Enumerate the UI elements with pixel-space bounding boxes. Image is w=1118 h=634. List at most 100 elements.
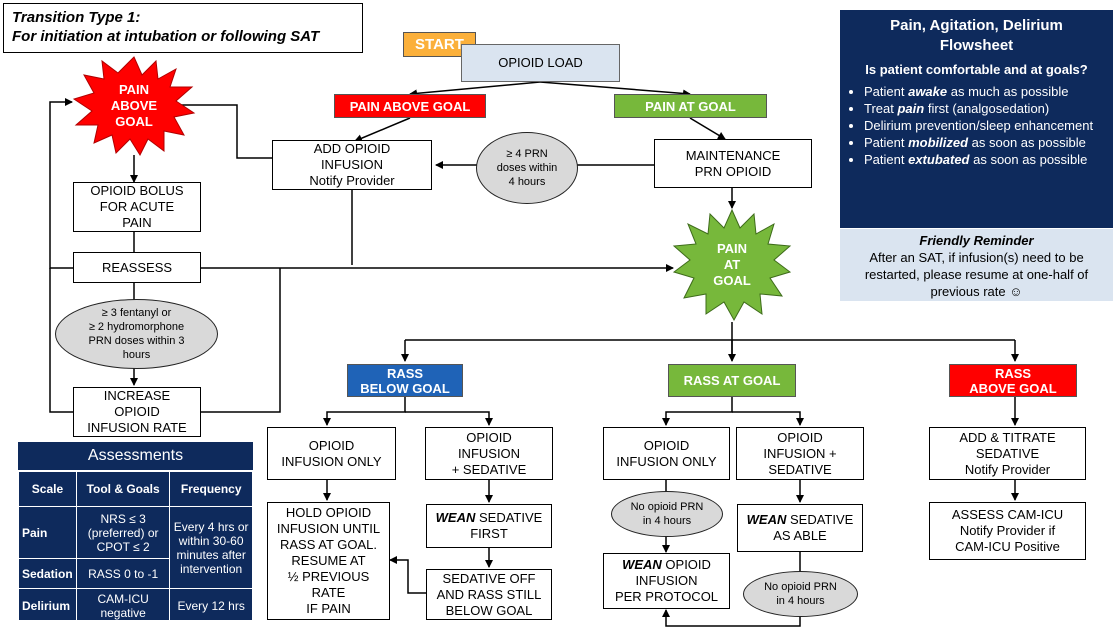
row-sedation-tool: RASS 0 to -1: [75, 558, 171, 589]
b1-pre: Patient: [864, 84, 909, 99]
increase-opioid-box: INCREASE OPIOID INFUSION RATE: [73, 387, 201, 437]
red-starburst-icon: [72, 56, 196, 157]
wean-sedative-first-box: WEAN SEDATIVE FIRST: [426, 504, 552, 548]
flowsheet-question: Is patient comfortable and at goals?: [865, 62, 1088, 77]
increase-line1: INCREASE: [103, 388, 171, 403]
header-tool-goals: Tool & Goals: [75, 471, 171, 507]
below-opioid-only-line2: INFUSION ONLY: [281, 453, 382, 469]
wean-able-em: WEAN: [746, 512, 787, 527]
assess-cam-line1: ASSESS CAM-ICU: [951, 507, 1064, 522]
hold-line1: HOLD OPIOID: [285, 505, 372, 520]
b5-post: as soon as possible: [969, 152, 1088, 167]
flowsheet-bullet-extubated: Patient extubated as soon as possible: [864, 151, 1105, 168]
assess-cam-icu-box: ASSESS CAM-ICU Notify Provider if CAM-IC…: [929, 502, 1086, 560]
flowsheet-bullet-mobilized: Patient mobilized as soon as possible: [864, 134, 1105, 151]
flowsheet-bullet-awake: Patient awake as much as possible: [864, 83, 1105, 100]
table-row: Delirium CAM-ICU negative Every 12 hrs: [18, 588, 253, 623]
transition-title-line2: For initiation at intubation or followin…: [12, 28, 320, 45]
row-delirium-frequency: Every 12 hrs: [169, 588, 253, 623]
flowsheet-bullet-delirium: Delirium prevention/sleep enhancement: [864, 117, 1105, 134]
assessments-table: Scale Tool & Goals Frequency Pain NRS ≤ …: [18, 471, 253, 623]
fentanyl-line3: PRN doses within 3: [88, 335, 185, 347]
transition-title-line1: Transition Type 1:: [12, 9, 141, 26]
reassess-label: REASSESS: [101, 259, 173, 275]
add-opioid-line1: ADD OPIOID: [313, 141, 391, 156]
b4-pre: Patient: [864, 135, 909, 150]
wean-opioid-box: WEAN OPIOID INFUSION PER PROTOCOL: [603, 553, 730, 609]
bolus-line3: PAIN: [122, 215, 152, 230]
row-delirium-scale: Delirium: [18, 588, 77, 623]
wean-opioid-line3: PER PROTOCOL: [614, 589, 719, 604]
burst-red-line3: GOAL: [115, 114, 153, 129]
assessments-header-row: Scale Tool & Goals Frequency: [18, 471, 253, 507]
b2-pre: Treat: [864, 101, 898, 116]
hold-line4: RESUME AT: [291, 553, 366, 568]
below-opioid-sedative-line2: INFUSION: [457, 445, 521, 461]
pain-above-goal-burst: PAIN ABOVE GOAL: [72, 55, 196, 157]
wean-sedative-able-box: WEAN SEDATIVE AS ABLE: [737, 504, 863, 552]
burst-green-line2: AT: [723, 257, 741, 272]
rass-above-line2: ABOVE GOAL: [969, 380, 1057, 396]
hold-opioid-box: HOLD OPIOID INFUSION UNTIL RASS AT GOAL.…: [267, 502, 390, 620]
below-opioid-sedative-box: OPIOID INFUSION + SEDATIVE: [425, 427, 553, 480]
green-starburst-icon: [672, 208, 792, 322]
b2-em: pain: [897, 101, 925, 116]
bolus-line1: OPIOID BOLUS: [90, 183, 184, 198]
flowsheet-title-line1: Pain, Agitation, Delirium: [890, 17, 1063, 34]
wean-first-em: WEAN: [435, 510, 476, 525]
below-opioid-sedative-line3: + SEDATIVE: [451, 461, 527, 477]
row-sedation-scale: Sedation: [18, 558, 77, 589]
maintenance-prn-box: MAINTENANCE PRN OPIOID: [654, 139, 812, 188]
b5-em: extubated: [908, 152, 970, 167]
row-delirium-tool: CAM-ICU negative: [75, 588, 171, 623]
wean-first-line2: FIRST: [470, 526, 508, 541]
opioid-load-label: OPIOID LOAD: [498, 55, 583, 70]
burst-red-line1: PAIN: [118, 82, 150, 97]
b4-em: mobilized: [908, 135, 969, 150]
hold-line5: ½ PREVIOUS: [287, 569, 370, 584]
add-titrate-line2: SEDATIVE: [975, 445, 1040, 461]
b4-post: as soon as possible: [968, 135, 1086, 150]
prn4-line1: ≥ 4 PRN: [506, 148, 548, 160]
row-pain-tool: NRS ≤ 3 (preferred) or CPOT ≤ 2: [75, 506, 171, 559]
opioid-bolus-box: OPIOID BOLUS FOR ACUTE PAIN: [73, 182, 201, 232]
pain-above-goal-tag: PAIN ABOVE GOAL: [334, 94, 486, 118]
sedative-off-line3: BELOW GOAL: [445, 602, 533, 618]
maintenance-line2: PRN OPIOID: [694, 163, 772, 179]
flowsheet-title-line2: Flowsheet: [939, 37, 1014, 54]
bolus-line2: FOR ACUTE: [99, 199, 175, 214]
add-opioid-infusion-box: ADD OPIOID INFUSION Notify Provider: [272, 140, 432, 190]
pain-at-goal-tag-label: PAIN AT GOAL: [645, 98, 736, 114]
add-opioid-line2: INFUSION: [320, 157, 384, 172]
transition-title: Transition Type 1: For initiation at int…: [3, 3, 363, 53]
wean-opioid-rest: OPIOID: [661, 557, 711, 572]
atgoal-opioid-only-box: OPIOID INFUSION ONLY: [603, 427, 730, 480]
atgoal-opioid-only-line1: OPIOID: [643, 437, 690, 453]
add-titrate-line1: ADD & TITRATE: [959, 429, 1056, 445]
table-row: Pain NRS ≤ 3 (preferred) or CPOT ≤ 2 Eve…: [18, 506, 253, 589]
b3-pre: Delirium prevention/sleep enhancement: [864, 118, 1094, 133]
rass-below-line1: RASS: [386, 365, 424, 381]
sedative-off-line1: SEDATIVE OFF: [442, 570, 536, 586]
prn4-line2: doses within: [496, 162, 558, 174]
header-scale: Scale: [18, 471, 77, 507]
reminder-text: After an SAT, if infusion(s) need to be …: [864, 250, 1089, 299]
wean-opioid-line2: INFUSION: [635, 573, 698, 588]
wean-able-line1: WEAN SEDATIVE: [747, 512, 854, 528]
no-prn-1-line1: No opioid PRN: [630, 501, 704, 513]
atgoal-opioid-only-line2: INFUSION ONLY: [616, 453, 717, 469]
below-opioid-sedative-line1: OPIOID: [466, 429, 512, 445]
friendly-reminder-panel: Friendly Reminder After an SAT, if infus…: [840, 229, 1113, 301]
b5-pre: Patient: [864, 152, 909, 167]
rass-above-goal-tag: RASS ABOVE GOAL: [949, 364, 1077, 397]
rass-above-line1: RASS: [994, 365, 1032, 381]
assess-cam-line3: CAM-ICU Positive: [955, 539, 1060, 554]
burst-red-line2: ABOVE: [110, 98, 158, 113]
flowsheet-bullets: Patient awake as much as possible Treat …: [848, 83, 1105, 168]
row-pain-scale: Pain: [18, 506, 77, 559]
hold-line2: INFUSION UNTIL: [276, 521, 381, 536]
sedative-off-line2: AND RASS STILL: [436, 586, 542, 602]
no-prn-2-line1: No opioid PRN: [764, 581, 837, 593]
rass-below-line2: BELOW GOAL: [360, 380, 450, 396]
wean-opioid-em: WEAN: [622, 557, 662, 572]
